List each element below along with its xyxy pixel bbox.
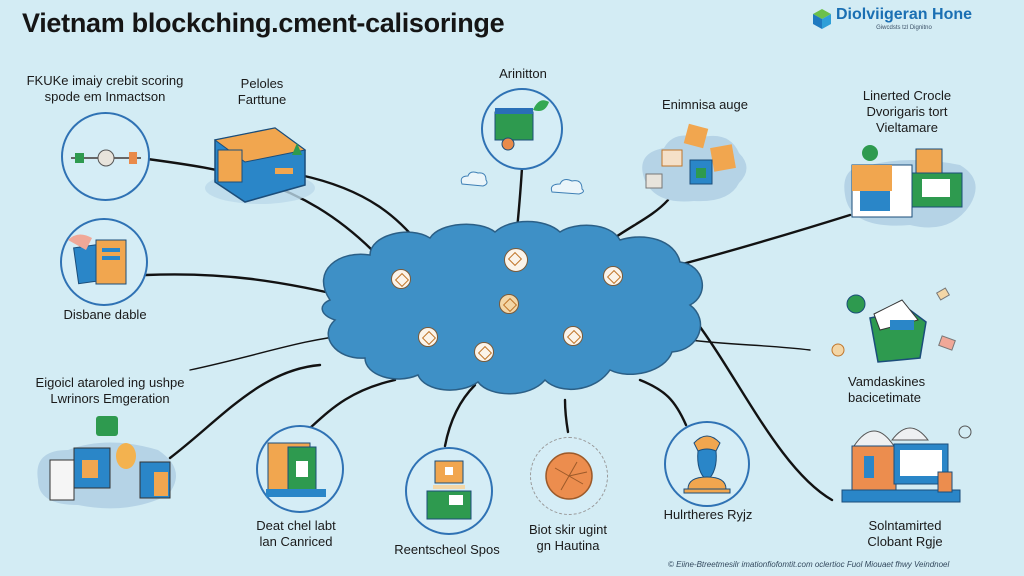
node-label-deat-chel: Deat chel labt lan Canriced (256, 518, 336, 549)
pen-trophy-icon (683, 435, 731, 494)
ledger-books-icon (68, 234, 127, 285)
circuit-board-leaf-icon (494, 100, 549, 151)
city-lightbulb-icon (37, 416, 176, 509)
node-vamdaskines[interactable] (830, 280, 980, 370)
node-linerted-crocle[interactable] (840, 135, 990, 235)
wire-eigoicl-2 (168, 363, 322, 460)
node-hex-5[interactable] (418, 327, 438, 347)
wire-biot (563, 398, 570, 434)
node-reentscheol[interactable] (405, 447, 493, 535)
orange-coin-icon (545, 452, 593, 500)
node-label-linerted-crocle: Linerted Crocle Dvorigaris tort Vieltama… (862, 88, 952, 135)
wire-reentscheol (443, 383, 477, 448)
node-hex-1[interactable] (391, 269, 411, 289)
node-deat-chel[interactable] (256, 425, 344, 513)
node-pelolesfarttune[interactable] (200, 110, 320, 210)
node-eigoicl[interactable] (30, 410, 190, 510)
node-label-reentscheol: Reentscheol Spos (394, 542, 500, 557)
wire-hulrtheres (638, 378, 688, 427)
node-label-arinitton: Arinitton (499, 66, 547, 81)
node-label-disbane: Disbane dable (63, 307, 147, 322)
office-workspace-icon (844, 145, 976, 228)
node-hulrtheres[interactable] (664, 421, 750, 507)
green-box-icon (831, 287, 956, 363)
node-label-enimnisa: Enimnisa auge (662, 97, 748, 112)
node-label-pelolesfarttune: Peloles Farttune (237, 76, 287, 107)
node-hex-4[interactable] (499, 294, 519, 314)
data-center-building-icon (205, 127, 315, 204)
node-label-vamdaskines: Vamdaskines bacicetimate (848, 374, 926, 405)
wire-eigoicl (189, 334, 351, 371)
node-enimnisa[interactable] (634, 118, 754, 210)
node-hex-6[interactable] (563, 326, 583, 346)
node-arinitton[interactable] (481, 88, 563, 170)
node-hex-3[interactable] (603, 266, 623, 286)
document-cluster-icon (642, 123, 747, 202)
node-hex-2[interactable] (504, 248, 528, 272)
small-cloud-icon (550, 179, 584, 195)
node-label-eigoicl: Eigoicl ataroled ing ushpe Lwrinors Emge… (35, 375, 185, 406)
page-title: Vietnam blockching.cment-calisoringe (22, 8, 505, 38)
brand-name: Diolviigeran Hone (836, 6, 973, 23)
wire-vamdaskines (689, 339, 811, 351)
cube-logo-icon (812, 8, 832, 30)
small-cloud-icon (460, 171, 488, 187)
wire-solntamirted (693, 318, 834, 502)
node-hex-7[interactable] (474, 342, 494, 362)
computer-board-icon (426, 460, 472, 520)
node-label-hulrtheres: Hulrtheres Ryjz (663, 507, 753, 522)
node-label-credit-scoring: FKUKe imaiy crebit scoring spode em Inma… (26, 73, 184, 104)
footer-credit: © Eiine-Btreetmesilr imationfiofomtit.co… (668, 560, 950, 569)
node-label-solntamirted: Solntamirted Clobant Rgje (867, 518, 943, 549)
domed-building-icon (841, 425, 972, 503)
shop-terminal-icon (266, 442, 326, 497)
brand-logo[interactable]: Diolviigeran Hone Giwcdsts tzl Dignitno (812, 6, 972, 31)
transaction-link-icon (71, 149, 141, 167)
node-biot-skir[interactable] (530, 437, 608, 515)
node-label-biot-skir: Biot skir ugint gn Hautina (528, 522, 608, 553)
wire-deat (308, 378, 397, 430)
brand-tagline: Giwcdsts tzl Dignitno (876, 25, 932, 31)
node-disbane[interactable] (60, 218, 148, 306)
node-credit-scoring[interactable] (61, 112, 150, 201)
node-solntamirted[interactable] (840, 418, 975, 508)
